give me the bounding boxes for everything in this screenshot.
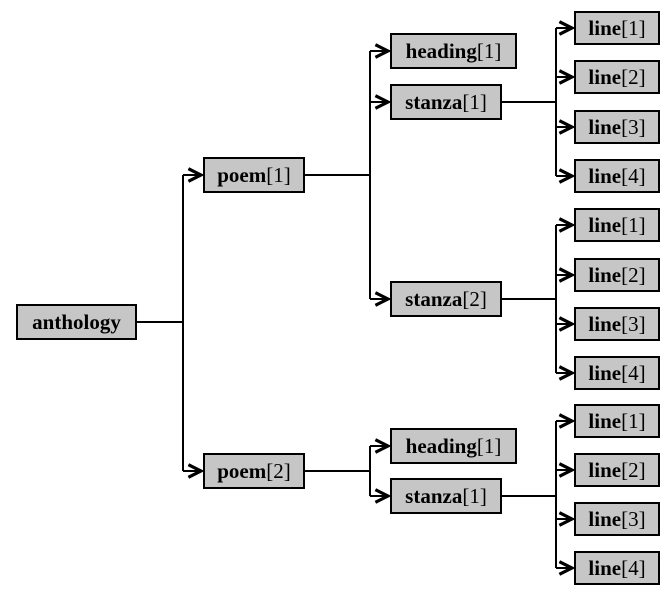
node-index: [2] (621, 64, 646, 89)
node-index: [1] (266, 162, 291, 187)
node-p2s1-line-3: line[3] (574, 502, 660, 536)
node-label: line (588, 555, 622, 580)
node-label: line (588, 311, 622, 336)
node-label: heading (405, 433, 477, 458)
node-label: heading (405, 38, 477, 63)
node-label: poem (217, 458, 267, 483)
node-poem2-stanza-1: stanza[1] (390, 478, 502, 514)
node-p1s2-line-3: line[3] (574, 307, 660, 341)
node-label: line (588, 15, 622, 40)
node-label: line (588, 212, 622, 237)
node-index: [1] (621, 15, 646, 40)
node-p2s1-line-1: line[1] (574, 404, 660, 438)
node-index: [3] (621, 311, 646, 336)
node-index: [2] (621, 262, 646, 287)
node-label: anthology (32, 309, 121, 334)
node-label: stanza (405, 483, 463, 508)
node-label: stanza (405, 286, 463, 311)
node-label: line (588, 457, 622, 482)
node-label: poem (217, 162, 267, 187)
node-anthology: anthology (16, 304, 137, 340)
node-label: line (588, 506, 622, 531)
node-label: line (588, 408, 622, 433)
node-label: line (588, 163, 622, 188)
node-index: [4] (621, 163, 646, 188)
node-label: line (588, 64, 622, 89)
node-p1s2-line-1: line[1] (574, 208, 660, 242)
node-p1s2-line-4: line[4] (574, 356, 660, 390)
node-poem1-heading-1: heading[1] (390, 33, 517, 69)
node-p1s1-line-1: line[1] (574, 11, 660, 45)
node-index: [1] (462, 89, 487, 114)
node-index: [2] (621, 457, 646, 482)
node-index: [3] (621, 506, 646, 531)
node-index: [4] (621, 555, 646, 580)
node-p1s2-line-2: line[2] (574, 258, 660, 292)
node-label: line (588, 360, 622, 385)
node-poem-2: poem[2] (203, 453, 305, 489)
node-index: [1] (621, 408, 646, 433)
node-index: [1] (462, 483, 487, 508)
node-p1s1-line-3: line[3] (574, 110, 660, 144)
node-index: [2] (462, 286, 487, 311)
node-index: [3] (621, 114, 646, 139)
node-label: line (588, 262, 622, 287)
node-label: stanza (405, 89, 463, 114)
node-p1s1-line-4: line[4] (574, 159, 660, 193)
node-index: [1] (476, 38, 502, 63)
node-poem1-stanza-2: stanza[2] (390, 281, 502, 317)
node-p2s1-line-4: line[4] (574, 551, 660, 585)
node-p2s1-line-2: line[2] (574, 453, 660, 487)
node-index: [1] (621, 212, 646, 237)
node-index: [4] (621, 360, 646, 385)
node-poem1-stanza-1: stanza[1] (390, 84, 502, 120)
node-index: [2] (266, 458, 291, 483)
node-index: [1] (476, 433, 502, 458)
node-poem-1: poem[1] (203, 157, 305, 193)
node-p1s1-line-2: line[2] (574, 60, 660, 94)
node-label: line (588, 114, 622, 139)
node-poem2-heading-1: heading[1] (390, 428, 517, 464)
